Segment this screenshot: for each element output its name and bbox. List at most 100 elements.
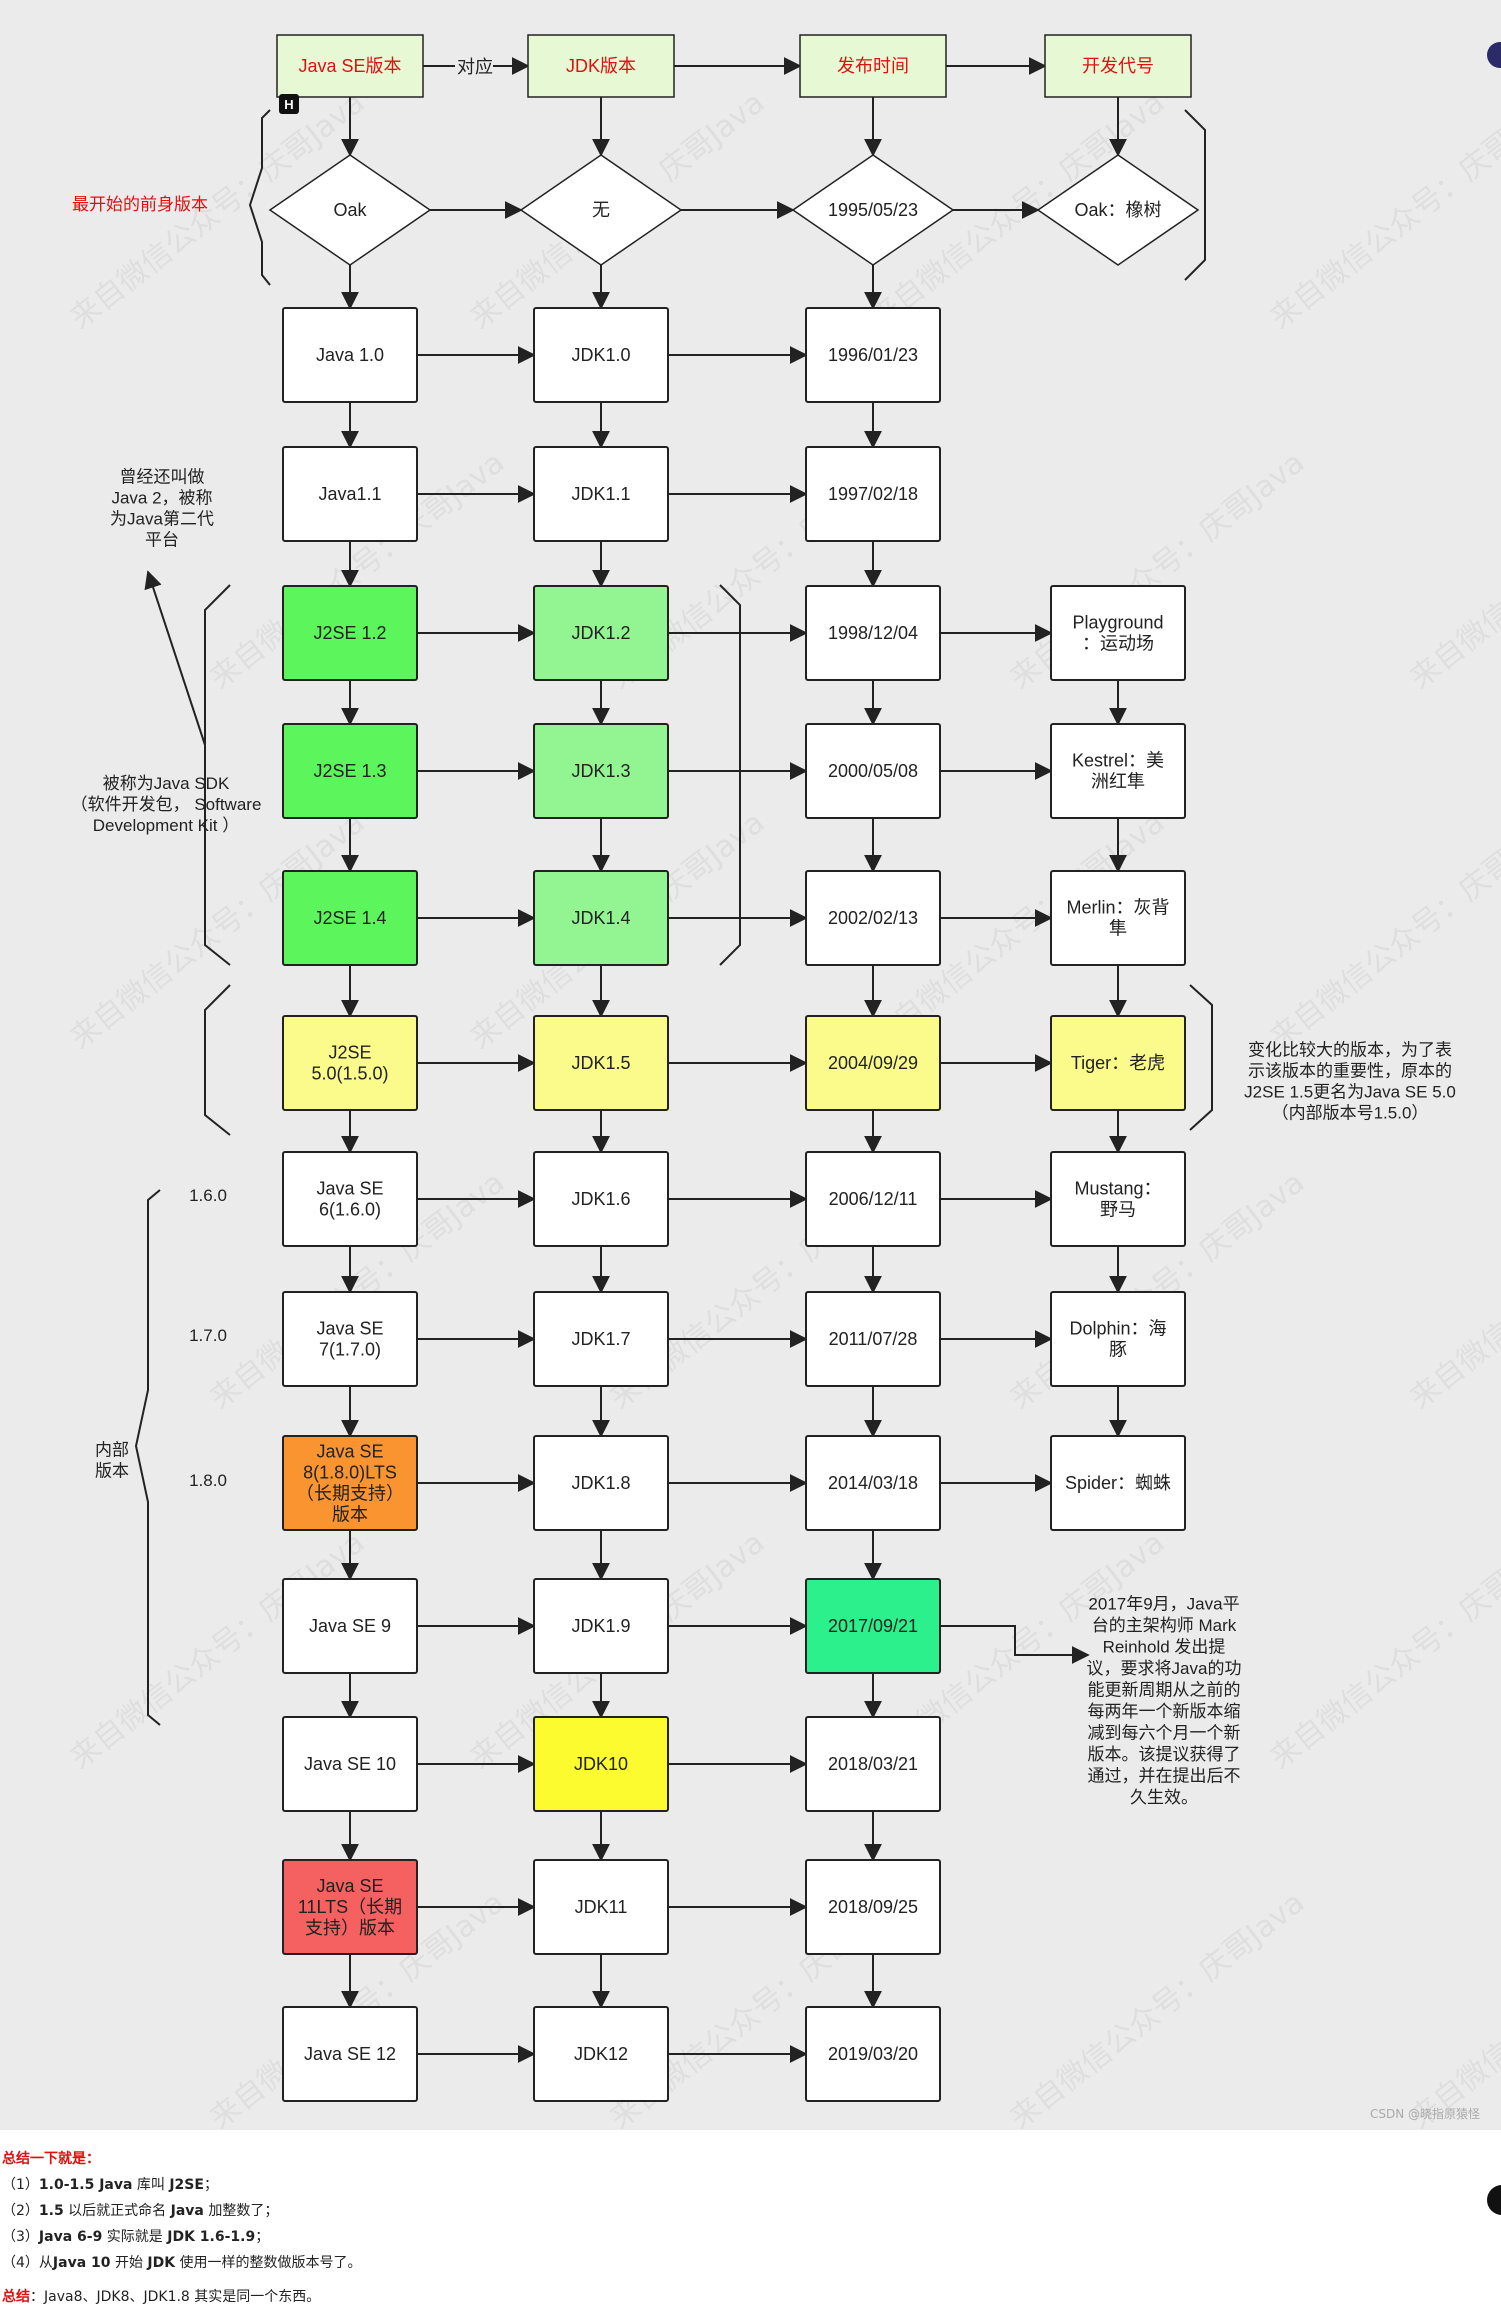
se-box bbox=[282, 1435, 418, 1531]
summary-item-part: ； bbox=[255, 2229, 270, 2245]
jdk-box bbox=[533, 2006, 669, 2102]
header-box bbox=[527, 34, 675, 98]
summary-item-part: Java 6-9 bbox=[38, 2229, 103, 2245]
mapping-label: 对应 bbox=[457, 57, 493, 77]
se-label: Java 1.0 bbox=[316, 345, 384, 365]
code-box bbox=[1050, 1435, 1186, 1531]
se-box bbox=[282, 870, 418, 966]
code-label: Playground：运动场 bbox=[1072, 613, 1163, 654]
brace-left bbox=[204, 584, 231, 966]
diamond-node bbox=[1036, 154, 1200, 266]
code-label: Tiger：老虎 bbox=[1071, 1053, 1165, 1073]
summary-item-part: 实际就是 bbox=[102, 2229, 168, 2245]
watermark-text: 来自微信公众号：庆哥Java bbox=[1003, 1885, 1311, 2130]
header-label: Java SE版本 bbox=[298, 56, 401, 76]
summary-item-part: ； bbox=[203, 2177, 218, 2193]
jdk-box bbox=[533, 1015, 669, 1111]
brace-left bbox=[204, 984, 231, 1136]
note-internal-version: 1.8.0 bbox=[189, 1471, 227, 1490]
date-box bbox=[805, 307, 941, 403]
brace-left bbox=[248, 109, 271, 286]
date-box bbox=[805, 723, 941, 819]
se-box bbox=[282, 1015, 418, 1111]
code-box bbox=[1050, 870, 1186, 966]
code-box bbox=[1050, 1151, 1186, 1247]
se-box bbox=[282, 585, 418, 681]
watermark-text: 来自微信公众号：庆哥Java bbox=[1403, 1885, 1501, 2130]
se-box bbox=[282, 1716, 418, 1812]
watermark-text: 来自微信公众号：庆哥Java bbox=[1403, 445, 1501, 696]
summary-item-part: JDK bbox=[147, 2255, 176, 2271]
code-label: Merlin：灰背隼 bbox=[1066, 898, 1169, 939]
date-box bbox=[805, 446, 941, 542]
jdk-label: JDK11 bbox=[575, 1897, 628, 1917]
summary-item-part: 库叫 bbox=[132, 2177, 170, 2193]
note-internal-version: 1.7.0 bbox=[189, 1326, 227, 1345]
java-version-flowchart: 来自微信公众号：庆哥Java 来自微信公众号：庆哥Java 来自微信公众号：庆哥Ja… bbox=[63, 34, 1501, 2130]
se-box bbox=[282, 1578, 418, 1674]
summary-title: 总结一下就是： bbox=[2, 2151, 100, 2167]
date-label: 2002/02/13 bbox=[828, 908, 918, 928]
jdk-box bbox=[533, 1151, 669, 1247]
h-badge-letter: H bbox=[284, 97, 293, 112]
date-label: 2018/09/25 bbox=[828, 1897, 918, 1917]
se-label: Java SE 12 bbox=[304, 2044, 396, 2064]
se-box bbox=[282, 2006, 418, 2102]
se-box bbox=[282, 307, 418, 403]
se-label: J2SE 1.3 bbox=[313, 761, 386, 781]
se-box bbox=[282, 1151, 418, 1247]
jdk-label: JDK1.7 bbox=[571, 1329, 630, 1349]
date-label: 1997/02/18 bbox=[828, 484, 918, 504]
summary-item-part: 加整数了； bbox=[203, 2203, 279, 2219]
jdk-box bbox=[533, 585, 669, 681]
diamond-label: 无 bbox=[592, 200, 610, 220]
date-box bbox=[805, 1435, 941, 1531]
se-label: Java SE 10 bbox=[304, 1754, 396, 1774]
jdk-label: JDK1.9 bbox=[571, 1616, 630, 1636]
summary-final: 总结：Java8、JDK8、JDK1.8 其实是同一个东西。 bbox=[2, 2286, 320, 2306]
jdk-box bbox=[533, 446, 669, 542]
date-label: 2006/12/11 bbox=[829, 1189, 918, 1209]
code-label: Dolphin：海豚 bbox=[1069, 1319, 1166, 1360]
header-box bbox=[276, 34, 424, 98]
watermark-text: 来自微信公众号：庆哥Java bbox=[1403, 1165, 1501, 1416]
date-label: 2017/09/21 bbox=[828, 1616, 918, 1636]
watermark-text: 来自微信公众号：庆哥Java bbox=[1263, 1525, 1501, 1776]
side-badge-icon bbox=[1487, 42, 1501, 68]
summary-item: （4）从Java 10 开始 JDK 使用一样的整数做版本号了。 bbox=[2, 2252, 362, 2272]
brace-right bbox=[1189, 984, 1213, 1131]
watermark-text: 来自微信公众号：庆哥Java bbox=[1263, 85, 1501, 336]
code-box bbox=[1050, 585, 1186, 681]
summary-item-part: 从 bbox=[38, 2255, 53, 2271]
code-label: Kestrel：美洲红隼 bbox=[1072, 751, 1164, 792]
proposal-connector bbox=[940, 1625, 1090, 1664]
diamond-label: Oak：橡树 bbox=[1074, 200, 1161, 220]
date-box bbox=[805, 1578, 941, 1674]
summary-final-text: ：Java8、JDK8、JDK1.8 其实是同一个东西。 bbox=[30, 2289, 321, 2305]
header-label: JDK版本 bbox=[566, 56, 636, 76]
jdk-box bbox=[533, 307, 669, 403]
se-label: Java1.1 bbox=[318, 484, 381, 504]
diamond-label: Oak bbox=[333, 200, 367, 220]
date-box bbox=[805, 2006, 941, 2102]
date-label: 2004/09/29 bbox=[828, 1053, 918, 1073]
date-label: 2014/03/18 bbox=[828, 1473, 918, 1493]
summary-item: （1）1.0-1.5 Java 库叫 J2SE； bbox=[2, 2174, 218, 2194]
header-label: 开发代号 bbox=[1082, 56, 1154, 76]
date-box bbox=[805, 870, 941, 966]
summary-item-part: Java 10 bbox=[52, 2255, 111, 2271]
summary-item: （2）1.5 以后就正式命名 Java 加整数了； bbox=[2, 2200, 278, 2220]
date-box bbox=[805, 1716, 941, 1812]
jdk-label: JDK1.8 bbox=[571, 1473, 630, 1493]
header-box bbox=[1044, 34, 1192, 98]
note-internal: 内部版本 bbox=[95, 1441, 129, 1481]
jdk-box bbox=[533, 1578, 669, 1674]
